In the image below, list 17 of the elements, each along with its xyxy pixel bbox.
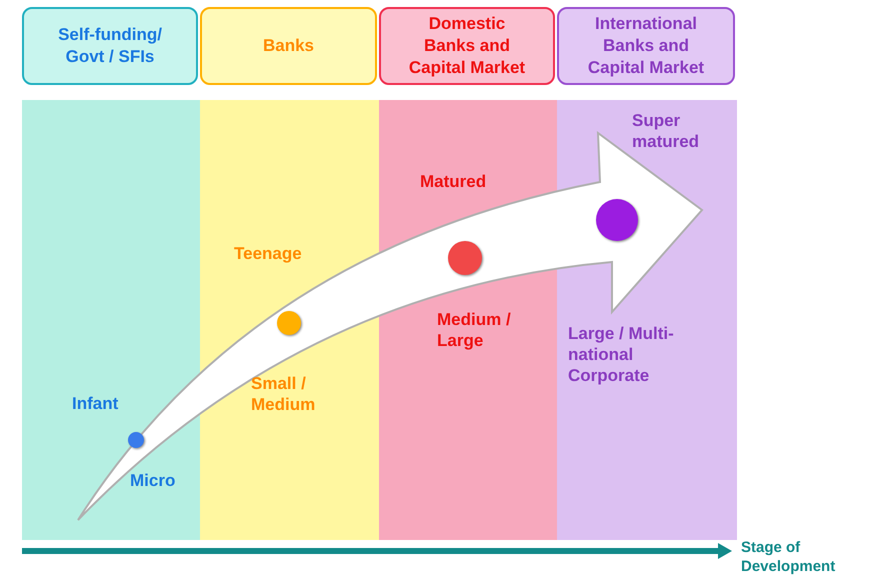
funding-source-box — [379, 7, 555, 85]
funding-source-box — [22, 7, 198, 85]
funding-source-box — [200, 7, 377, 85]
stage-label: Matured — [420, 171, 486, 192]
stage-label: Super matured — [632, 110, 700, 152]
axis-label: Stage of Development — [741, 538, 836, 576]
box-heading: International Banks and Capital Market — [586, 13, 706, 79]
size-label: Medium / Large — [437, 309, 512, 351]
size-label: Micro — [130, 470, 176, 491]
box-heading: Domestic Banks and Capital Market — [408, 13, 526, 79]
funding-source-box — [557, 7, 735, 85]
size-label: Large / Multi-national Corporate — [568, 323, 675, 386]
stage-label: Infant — [72, 393, 118, 414]
stage-label: Teenage — [234, 243, 302, 264]
size-label: Small / Medium — [251, 373, 316, 415]
box-heading: Banks — [262, 35, 314, 57]
box-heading: Self-funding/ Govt / SFIs — [57, 24, 163, 68]
